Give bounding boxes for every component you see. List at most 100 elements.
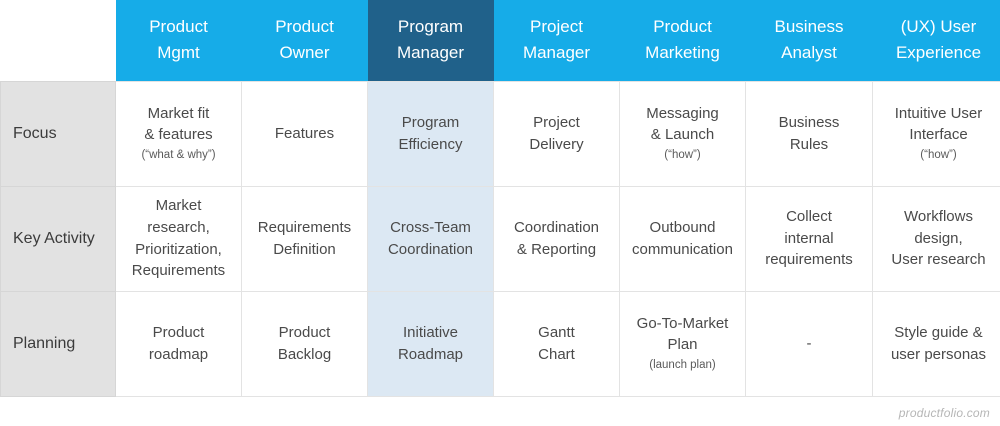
column-header-line: Product xyxy=(275,16,334,36)
cell-text-line: communication xyxy=(632,240,733,258)
cell-text-line: Definition xyxy=(273,240,336,258)
cell-text-line: user personas xyxy=(890,345,987,363)
cell-text-line: Go-To-Market xyxy=(636,314,729,332)
cell-text-line: Messaging xyxy=(646,104,719,122)
cell-focus-product-owner: Features xyxy=(241,80,368,187)
cell-text-line: Coordination xyxy=(513,218,600,236)
cell-text-line: Market fit xyxy=(147,104,210,122)
column-header-line: Marketing xyxy=(645,43,720,63)
column-header-line: Program xyxy=(397,16,464,36)
cell-text-line: Interface xyxy=(909,126,968,144)
cell-text-line: Efficiency xyxy=(398,135,463,153)
table-corner-cell xyxy=(0,0,116,81)
cell-text-line: Roadmap xyxy=(397,345,464,363)
cell-text-line: Chart xyxy=(538,345,575,363)
column-header-line: Project xyxy=(530,16,583,36)
cell-text-line: & Launch xyxy=(650,126,715,144)
cell-subtext: (“what & why”) xyxy=(141,149,216,162)
cell-text-line: roadmap xyxy=(148,345,209,363)
row-label-key-activity: Key Activity xyxy=(0,185,116,292)
cell-text-line: Cross-Team xyxy=(390,218,471,236)
table-row: Focus Market fit & features (“what & why”) F… xyxy=(0,80,1000,187)
cell-text-line: Workflows xyxy=(904,207,973,225)
cell-text-line: internal xyxy=(784,229,834,247)
cell-focus-product-mgmt: Market fit & features (“what & why”) xyxy=(115,80,242,187)
cell-key-activity-product-marketing: Outbound communication xyxy=(619,185,746,292)
cell-text-line: & features xyxy=(144,126,213,144)
column-header-line: Manager xyxy=(396,43,465,63)
cell-text-line: Rules xyxy=(789,135,829,153)
cell-text-line: Program xyxy=(401,113,460,131)
cell-text-line: Initiative xyxy=(402,323,459,341)
cell-subtext: (launch plan) xyxy=(649,359,716,372)
cell-text-line: - xyxy=(806,334,812,352)
cell-text-line: User research xyxy=(891,251,986,269)
column-header-line: Analyst xyxy=(781,43,837,63)
column-header-line: Product xyxy=(149,16,208,36)
cell-text-line: design, xyxy=(914,229,963,247)
cell-subtext: (“how”) xyxy=(920,149,957,162)
table-body: Focus Market fit & features (“what & why”) F… xyxy=(0,80,1000,397)
cell-key-activity-product-mgmt: Market research, Prioritization, Requireme… xyxy=(115,185,242,292)
cell-text-line: Backlog xyxy=(277,345,332,363)
cell-text-line: Delivery xyxy=(529,135,584,153)
cell-text-line: Intuitive User xyxy=(894,104,983,122)
watermark-productfolio: productfolio.com xyxy=(898,406,990,420)
cell-text-line: Style guide & xyxy=(894,323,983,341)
cell-planning-product-mgmt: Product roadmap xyxy=(115,290,242,397)
column-header-line: Experience xyxy=(895,43,982,63)
column-header-line: Mgmt xyxy=(157,43,200,63)
cell-text-line: Gantt xyxy=(538,323,575,341)
cell-text-line: Requirements xyxy=(131,262,226,280)
cell-key-activity-ux-user-experience: Workflows design, User research xyxy=(872,185,1000,292)
column-header-line: Owner xyxy=(279,43,330,63)
cell-text-line: Market research, xyxy=(147,197,210,236)
cell-text-line: Requirements xyxy=(257,218,352,236)
cell-text-line: Business xyxy=(778,113,840,131)
cell-key-activity-project-manager: Coordination & Reporting xyxy=(493,185,620,292)
cell-text-line: Product xyxy=(152,323,205,341)
column-header-line: Product xyxy=(653,16,712,36)
cell-text-line: Product xyxy=(278,323,331,341)
cell-text-line: Outbound xyxy=(649,218,716,236)
cell-planning-business-analyst: - xyxy=(745,290,873,397)
cell-subtext: (“how”) xyxy=(664,149,701,162)
table-row: Key Activity Market research, Prioritizati… xyxy=(0,185,1000,292)
column-header-line: Manager xyxy=(522,43,591,63)
column-header-line: Business xyxy=(774,16,844,36)
row-label-focus: Focus xyxy=(0,80,116,187)
cell-text-line: Project xyxy=(533,113,580,131)
cell-planning-ux-user-experience: Style guide & user personas xyxy=(872,290,1000,397)
cell-text-line: requirements xyxy=(765,251,853,269)
cell-text-line: Coordination xyxy=(387,240,474,258)
cell-text-line: Features xyxy=(274,124,335,142)
cell-text-line: Prioritization, xyxy=(135,240,222,258)
cell-text-line: & Reporting xyxy=(516,240,597,258)
cell-focus-product-marketing: Messaging & Launch (“how”) xyxy=(619,80,746,187)
cell-text-line: Plan xyxy=(667,336,698,354)
column-header-line: (UX) User xyxy=(900,16,977,36)
